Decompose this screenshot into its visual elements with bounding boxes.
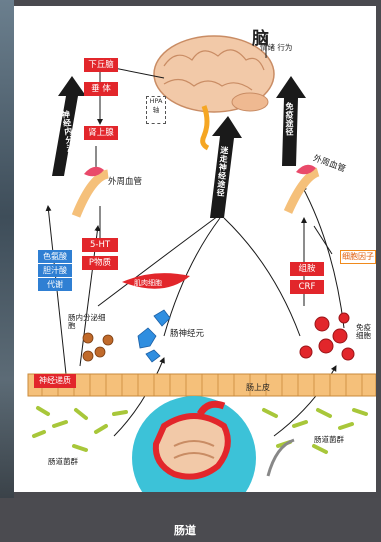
bile-acid-box: 胆汁酸 [38, 264, 72, 277]
adrenal-box: 肾上腺 [84, 126, 118, 140]
serotonin-box: 5-HT [82, 238, 118, 252]
diagram-panel: 脑 情绪 行为 神经内分泌途径 免疫途径 迷走神经途径 下丘脑 垂 体 肾上腺 … [14, 6, 376, 537]
enteroendocrine-cells-icon [82, 332, 114, 362]
p-substance-box: P物质 [82, 256, 118, 270]
mood-behavior-label: 情绪 行为 [260, 43, 293, 52]
metabolism-box: 代谢 [38, 278, 72, 291]
microbiota-right-label: 肠道菌群 [314, 435, 344, 444]
enteroendocrine-label: 肠内分泌细胞 [68, 313, 106, 331]
enteric-neuron-icon [137, 309, 171, 363]
immune-cell-label: 免疫细胞 [356, 323, 371, 341]
vessel-right-icon [283, 164, 320, 214]
brain-icon [153, 35, 275, 151]
diagram-drawing [27, 35, 376, 492]
immune-arrow [276, 76, 306, 166]
cytokines-box: 细胞因子 [340, 250, 376, 264]
brain-title: 脑 [252, 29, 269, 49]
muscle-cell-icon [122, 273, 190, 289]
background-bottom-strip [0, 498, 381, 542]
microbiota-left-label: 肠道菌群 [48, 457, 78, 466]
gut-icon [132, 396, 256, 492]
enteric-neuron-label: 肠神经元 [170, 329, 205, 339]
muscle-cell-label: 肌肉细胞 [134, 279, 162, 287]
immune-path-label: 免疫途径 [285, 102, 294, 136]
hpa-axis-box: HPA 轴 [146, 96, 166, 124]
immune-cells-icon [299, 312, 355, 361]
background-left-strip [0, 0, 14, 542]
hypothalamus-box: 下丘脑 [84, 58, 118, 72]
epithelium-band [27, 373, 376, 397]
vessel-left-icon [71, 166, 110, 218]
bacteria-icon [32, 406, 368, 454]
epithelium-label: 肠上皮 [246, 383, 270, 392]
return-arrow-icon [266, 438, 295, 477]
peripheral-vessel-left-label: 外周血管 [108, 177, 143, 187]
histamine-box: 组胺 [290, 262, 324, 276]
gut-label: 肠道 [174, 524, 196, 537]
crf-box: CRF [290, 280, 324, 294]
pituitary-box: 垂 体 [84, 82, 118, 96]
vagus-arrow [210, 116, 242, 218]
tryptophan-box: 色氨酸 [38, 250, 72, 263]
neuroendocrine-arrow [52, 76, 86, 176]
neurotransmitter-box: 神经递质 [34, 374, 76, 388]
